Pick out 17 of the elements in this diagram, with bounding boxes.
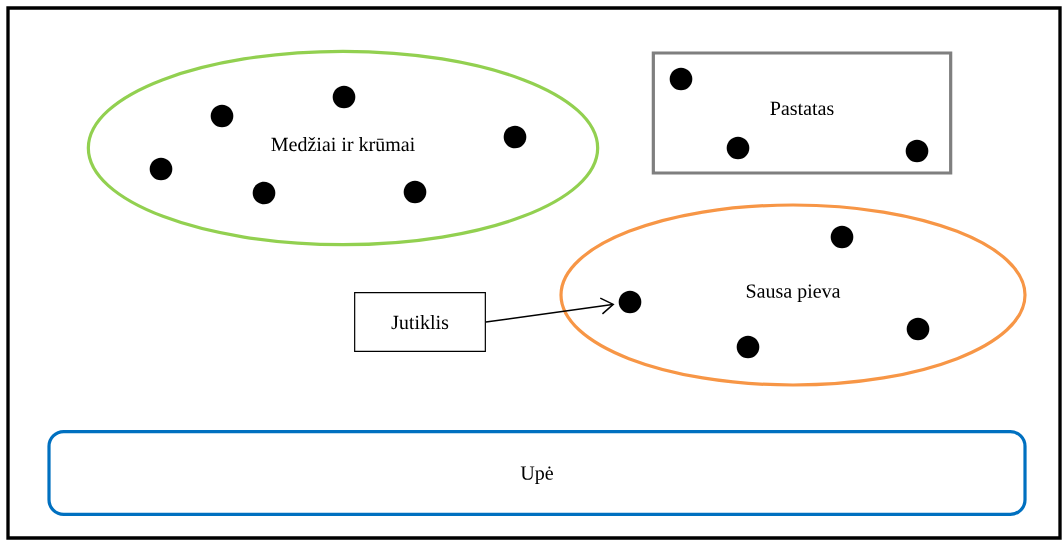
dot xyxy=(332,85,356,109)
dot xyxy=(905,139,929,163)
arrow xyxy=(485,297,615,323)
dot xyxy=(669,67,693,91)
dot xyxy=(252,181,276,205)
label-box: Jutiklis xyxy=(354,292,486,352)
dot xyxy=(618,290,642,314)
building-box: Pastatas xyxy=(651,51,953,175)
dot xyxy=(503,125,527,149)
dot xyxy=(830,225,854,249)
dot xyxy=(149,157,173,181)
dot xyxy=(906,317,930,341)
river-box: Upė xyxy=(47,430,1027,516)
dot xyxy=(210,104,234,128)
dot xyxy=(736,335,760,359)
dot xyxy=(403,180,427,204)
dot xyxy=(726,136,750,160)
